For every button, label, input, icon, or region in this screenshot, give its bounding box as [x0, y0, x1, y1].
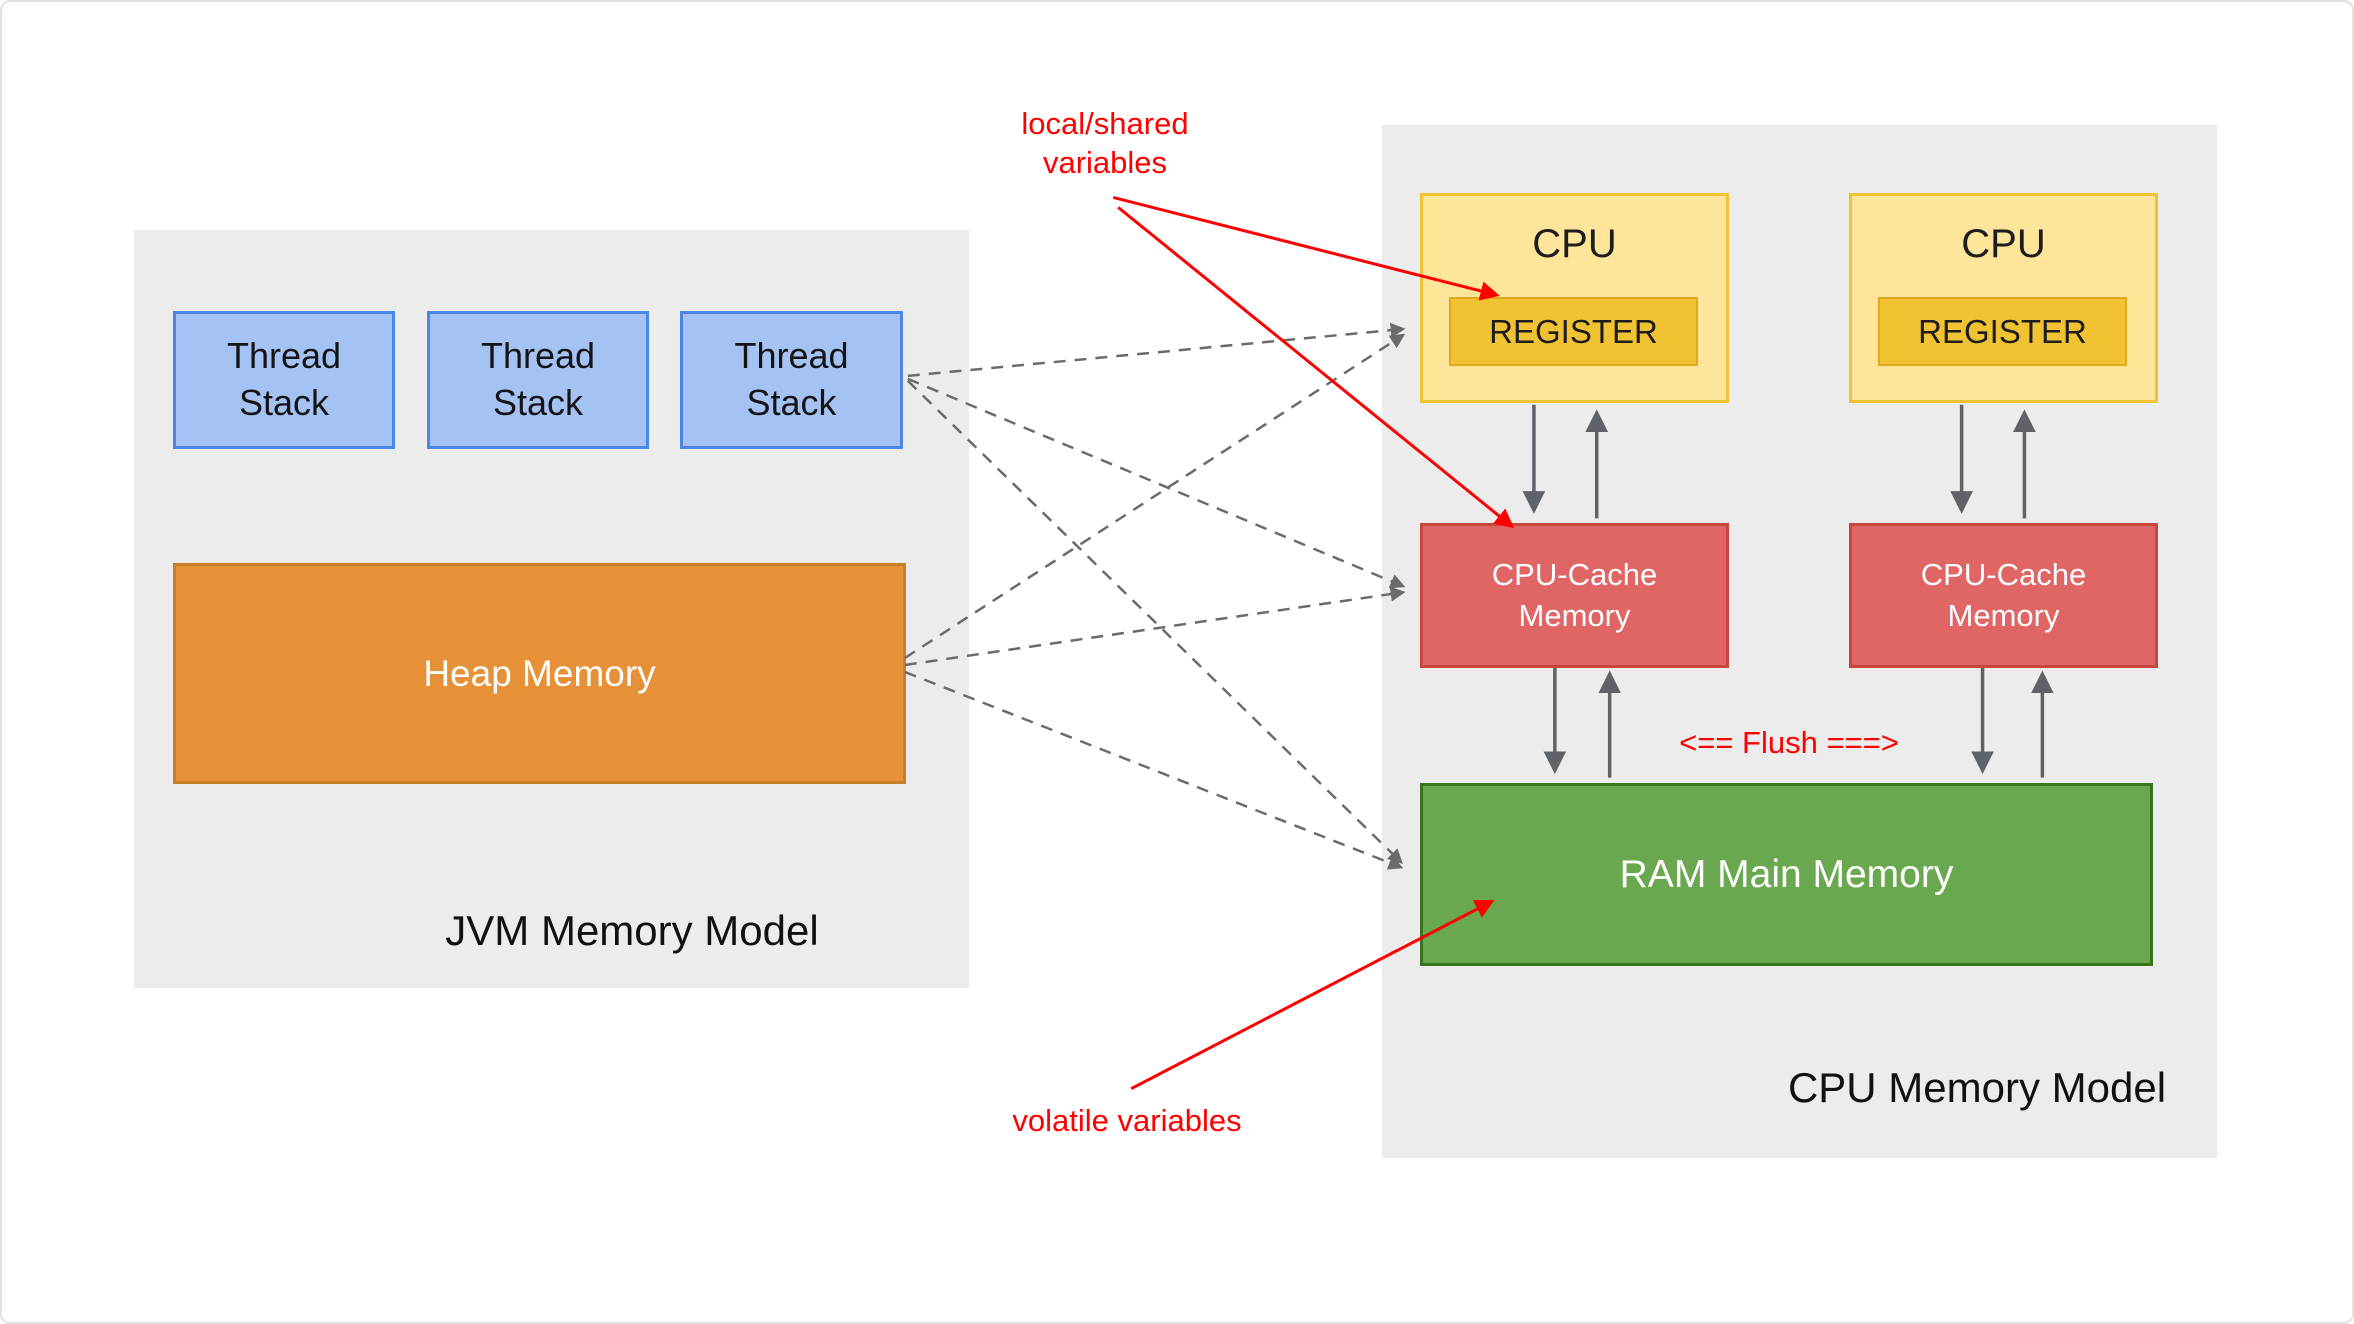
dashed-arrow-threadstack-to-ram: [906, 379, 1403, 864]
register-box-1: REGISTER: [1449, 297, 1698, 366]
dashed-arrow-threadstack-to-cache: [907, 377, 1406, 589]
cpu-cache-box-1: CPU-Cache Memory: [1420, 523, 1729, 668]
cpu-box-1: CPU REGISTER: [1420, 193, 1729, 403]
cpu-label-2: CPU: [1961, 222, 2046, 266]
cpu-label-1: CPU: [1532, 222, 1617, 266]
thread-stack-box-3: Thread Stack: [680, 311, 903, 449]
cpu-cache-box-2: CPU-Cache Memory: [1849, 523, 2158, 668]
jvm-panel-label: JVM Memory Model: [445, 907, 819, 954]
cpu-box-2: CPU REGISTER: [1849, 193, 2158, 403]
annotation-local-shared-variables: local/shared variables: [1021, 106, 1189, 180]
dashed-arrow-heap-to-cache: [904, 586, 1406, 667]
annotation-volatile-variables: volatile variables: [1012, 1103, 1242, 1138]
cpu-panel-label: CPU Memory Model: [1787, 1064, 2167, 1111]
flush-label: <== Flush ===>: [1679, 725, 1899, 760]
thread-stack-box-2: Thread Stack: [427, 311, 649, 449]
dashed-arrow-threadstack-to-register: [907, 322, 1406, 378]
dashed-arrow-heap-to-ram: [904, 670, 1404, 870]
dashed-arrow-heap-to-register: [904, 333, 1406, 660]
register-box-2: REGISTER: [1878, 297, 2127, 366]
thread-stack-box-1: Thread Stack: [173, 311, 395, 449]
ram-main-memory-box: RAM Main Memory: [1420, 783, 2153, 966]
heap-memory-box: Heap Memory: [173, 563, 906, 784]
